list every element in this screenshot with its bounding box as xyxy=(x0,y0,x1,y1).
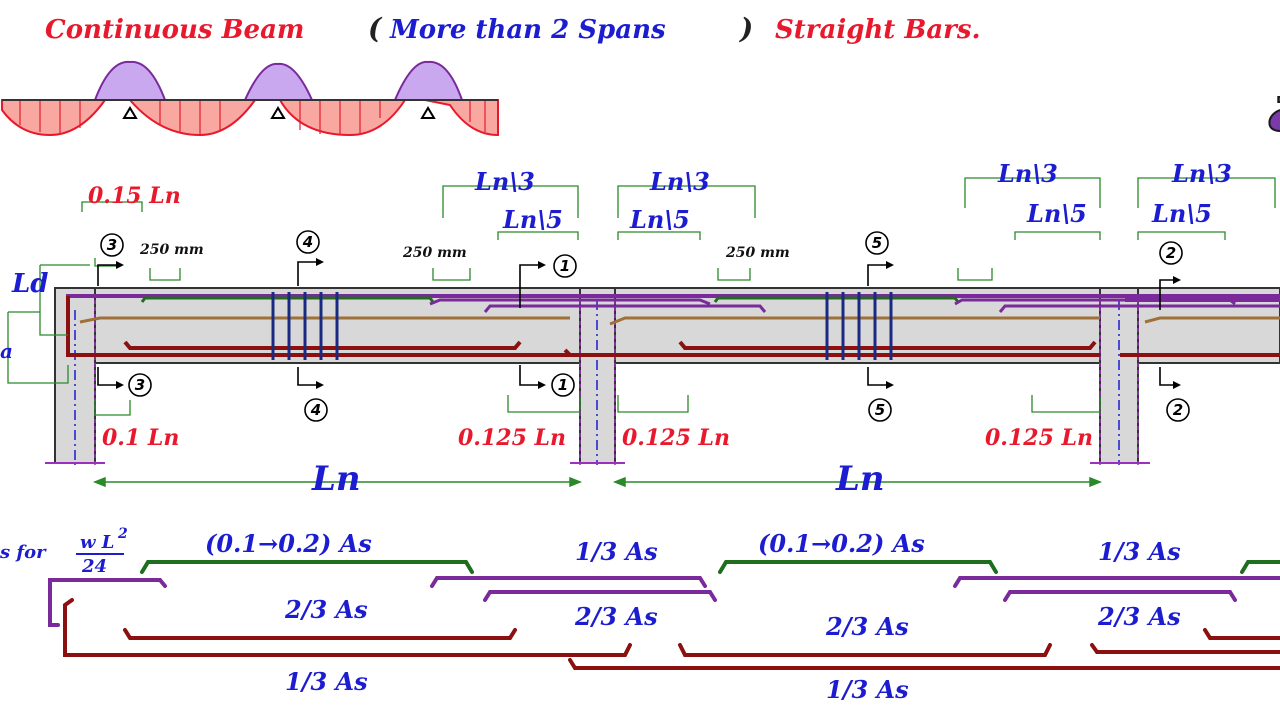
section-cut-lines xyxy=(97,261,1175,386)
dimension-lines xyxy=(7,177,1276,416)
span-dimension-lines xyxy=(92,476,1103,488)
ln5-label-4: Ln\5 xyxy=(1151,199,1212,228)
ln015-label: 0.15 Ln xyxy=(88,183,181,209)
one-third-as-label-1: 1/3 As xyxy=(575,537,658,566)
section-1-top-label: 1 xyxy=(560,257,570,275)
ld-label: Ld xyxy=(11,269,48,299)
two-third-as-label-4: 2/3 As xyxy=(1097,602,1181,631)
mm250-label-1: 250 mm xyxy=(139,242,204,258)
section-3-bottom-label: 3 xyxy=(135,376,145,394)
section-5-bottom-label: 5 xyxy=(875,401,885,419)
stirrups-span-2 xyxy=(825,292,893,360)
wl2-exponent: 2 xyxy=(117,526,128,542)
section-2-bottom-label: 2 xyxy=(1173,401,1183,419)
section-2-top-label: 2 xyxy=(1166,244,1176,262)
wl2-denominator: 24 xyxy=(81,556,107,577)
as-range-label-2: (0.1→0.2) As xyxy=(758,529,925,558)
ln3-label-4: Ln\3 xyxy=(1171,159,1232,188)
section-3-top-label: 3 xyxy=(107,236,117,254)
mm250-label-2: 250 mm xyxy=(402,245,467,261)
wl2-numerator: w L xyxy=(80,532,114,553)
section-circles xyxy=(100,230,1190,422)
ln0125-label-3: 0.125 Ln xyxy=(985,425,1093,451)
section-4-bottom-label: 4 xyxy=(310,401,321,419)
span-1-ln-label: Ln xyxy=(311,459,361,499)
ln0125-label-2: 0.125 Ln xyxy=(622,425,730,451)
as-for-label: s for xyxy=(0,542,47,563)
la-label: a xyxy=(0,339,13,363)
title-more-than: More than 2 Spans xyxy=(389,15,666,45)
section-4-top-label: 4 xyxy=(302,233,313,251)
title-close-paren: ) xyxy=(738,12,753,45)
section-cut-arrowheads xyxy=(116,258,1181,389)
dimension-labels: Ln\3 Ln\5 Ln\3 Ln\5 Ln\3 Ln\5 Ln\3 Ln\5 … xyxy=(0,159,1232,499)
title-straight-bars: Straight Bars. xyxy=(775,15,981,45)
ln01-label: 0.1 Ln xyxy=(102,425,179,451)
ln5-label-3: Ln\5 xyxy=(1026,199,1087,228)
mm250-label-3: 250 mm xyxy=(725,245,790,261)
column-centerlines xyxy=(74,300,1120,465)
one-third-as-label-4: 1/3 As xyxy=(826,675,909,704)
beam-middle-tan-bars xyxy=(79,316,1280,326)
as-range-label-1: (0.1→0.2) As xyxy=(205,529,372,558)
moment-diagram xyxy=(1,60,499,137)
section-numbers: 3 3 4 4 1 1 5 5 2 2 xyxy=(107,233,1183,419)
ln3-label-3: Ln\3 xyxy=(997,159,1058,188)
arabic-title: تسليح الكمرات الخرسانية xyxy=(1265,70,1280,149)
section-5-top-label: 5 xyxy=(872,234,882,252)
two-third-as-label-2: 2/3 As xyxy=(574,602,658,631)
bar-schedule xyxy=(48,560,1280,670)
stirrups-span-1 xyxy=(271,292,339,360)
title-open-paren: ( xyxy=(368,12,383,45)
ln5-label-1: Ln\5 xyxy=(502,205,563,234)
section-1-bottom-label: 1 xyxy=(558,376,568,394)
ln0125-label-1: 0.125 Ln xyxy=(458,425,566,451)
one-third-as-label-2: 1/3 As xyxy=(1098,537,1181,566)
title-continuous-beam: Continuous Beam xyxy=(45,15,304,45)
two-third-as-label-3: 2/3 As xyxy=(825,612,909,641)
beam-top-extra-bars xyxy=(429,298,1280,313)
span-2-ln-label: Ln xyxy=(835,459,885,499)
ln3-label-1: Ln\3 xyxy=(474,167,535,196)
ln3-label-2: Ln\3 xyxy=(649,167,710,196)
ln5-label-2: Ln\5 xyxy=(629,205,690,234)
one-third-as-label-3: 1/3 As xyxy=(285,667,368,696)
two-third-as-label-1: 2/3 As xyxy=(284,595,368,624)
bar-schedule-labels: s for w L 2 24 (0.1→0.2) As (0.1→0.2) As… xyxy=(0,526,1181,704)
